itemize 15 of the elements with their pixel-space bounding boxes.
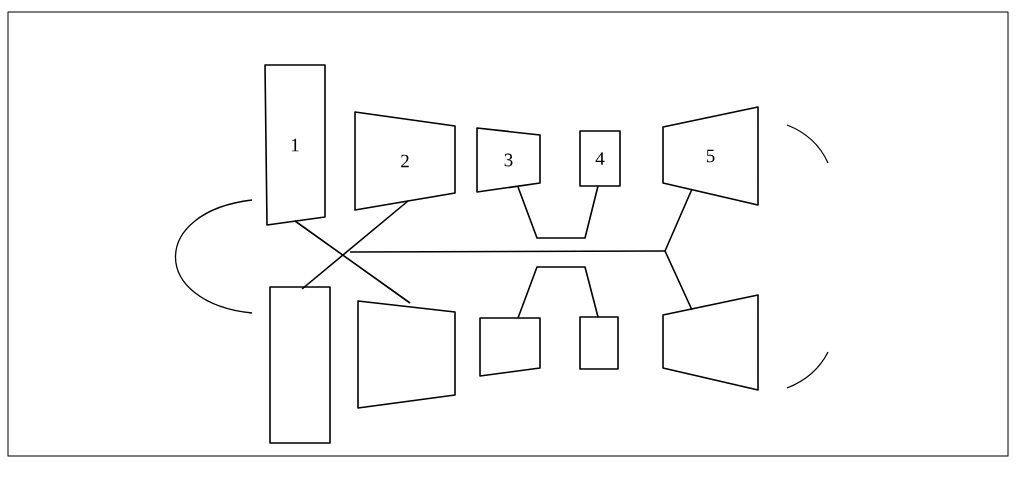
component-box [579,316,619,370]
connecting-line [517,266,599,319]
component-box [662,294,759,391]
connecting-line [517,185,599,239]
connecting-line [664,188,693,311]
connecting-line [301,200,409,290]
component-box: 4 [579,130,621,187]
component-box: 1 [264,64,326,226]
component-box: 3 [476,127,541,193]
connecting-line [294,220,411,304]
component-box: 2 [354,111,456,211]
component-box [357,300,456,409]
component-box [479,317,541,377]
component-box [269,286,331,444]
component-box: 5 [662,106,759,206]
